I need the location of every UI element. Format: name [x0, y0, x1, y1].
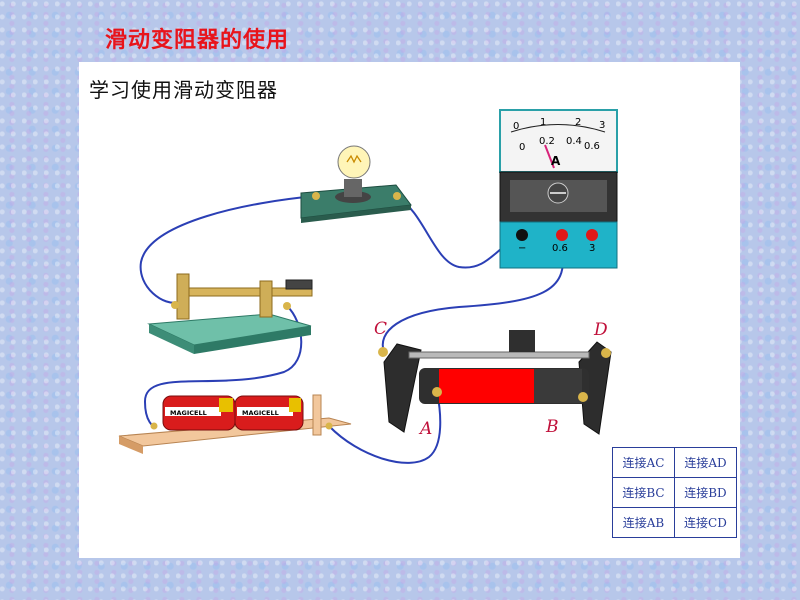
- wire-battery-to-rheostat-a: [328, 391, 442, 464]
- battery-brand-2: MAGICELL: [242, 409, 279, 417]
- scale-top-3: 3: [599, 120, 605, 131]
- wires: [139, 195, 564, 464]
- switch-handle: [285, 279, 313, 290]
- knife-switch: [147, 273, 313, 354]
- label-d: D: [593, 320, 608, 340]
- scale-bottom-04: 0.4: [566, 136, 582, 147]
- wire-switch-to-battery: [143, 305, 303, 428]
- scale-bottom-02: 0.2: [539, 136, 555, 147]
- circuit-scene: 0 1 2 3 0 0.2 0.4 0.6 A − 0.6 3 MAGICELL…: [118, 109, 618, 464]
- terminal-label-3: 3: [589, 243, 595, 254]
- connection-options: 连接AC 连接AD 连接BC 连接BD 连接AB 连接CD: [612, 447, 738, 538]
- connect-cd-button[interactable]: 连接CD: [673, 507, 738, 538]
- slider-contact[interactable]: [509, 330, 535, 352]
- ammeter: 0 1 2 3 0 0.2 0.4 0.6 A − 0.6 3: [499, 109, 618, 269]
- connect-ab-button[interactable]: 连接AB: [612, 507, 675, 538]
- ammeter-terminal-06[interactable]: [556, 229, 568, 241]
- scale-top-2: 2: [575, 117, 581, 128]
- content-panel: 学习使用滑动变阻器: [79, 62, 740, 558]
- connect-bd-button[interactable]: 连接BD: [673, 477, 738, 508]
- scale-top-0: 0: [513, 121, 519, 132]
- label-b: B: [545, 417, 559, 437]
- slide-title: 滑动变阻器的使用: [105, 28, 290, 53]
- slide-rod: [408, 351, 590, 359]
- connect-ad-button[interactable]: 连接AD: [673, 447, 738, 478]
- panel-title: 学习使用滑动变阻器: [89, 78, 278, 102]
- ammeter-needle: [544, 144, 555, 169]
- battery-brand-1: MAGICELL: [170, 409, 207, 417]
- connect-bc-button[interactable]: 连接BC: [612, 477, 675, 508]
- terminal-label-negative: −: [518, 243, 526, 254]
- scale-bottom-06: 0.6: [584, 141, 600, 152]
- rheostat: C D A B: [374, 319, 612, 439]
- resistance-coil: [439, 369, 539, 403]
- scale-top-1: 1: [540, 117, 546, 128]
- lamp-socket: [344, 179, 362, 197]
- battery-holder: MAGICELL MAGICELL: [118, 394, 352, 454]
- ammeter-terminal-negative[interactable]: [516, 229, 528, 241]
- wire-bulb-to-switch: [139, 195, 317, 304]
- label-c: C: [374, 319, 387, 339]
- terminal-a[interactable]: [432, 387, 442, 397]
- terminal-c[interactable]: [378, 347, 388, 357]
- wire-ammeter-to-rheostat-c: [381, 249, 564, 353]
- terminal-d[interactable]: [601, 348, 611, 358]
- ammeter-terminal-3[interactable]: [586, 229, 598, 241]
- connect-ac-button[interactable]: 连接AC: [612, 447, 675, 478]
- lamp-assembly: [300, 145, 412, 223]
- terminal-b[interactable]: [578, 392, 588, 402]
- label-a: A: [418, 419, 432, 439]
- ammeter-unit: A: [551, 154, 561, 168]
- terminal-label-06: 0.6: [552, 243, 568, 254]
- scale-bottom-0: 0: [519, 142, 525, 153]
